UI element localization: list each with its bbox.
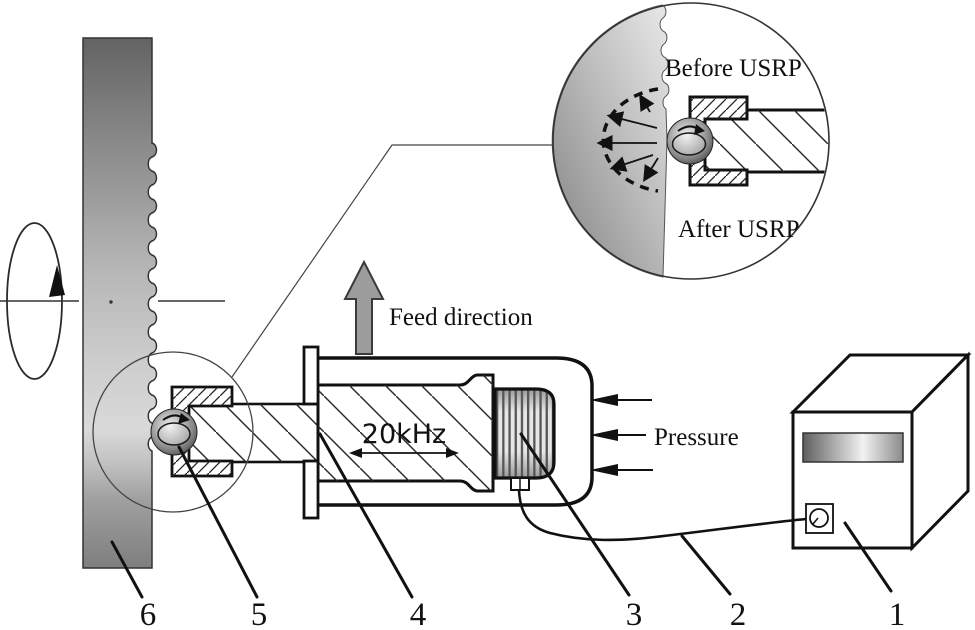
leader-line-6: [110, 540, 144, 599]
leader-line-1: [843, 521, 893, 593]
workpiece: [82, 37, 158, 569]
inset-workpiece-region: [551, 4, 670, 278]
generator-box: [789, 351, 972, 552]
inset-circle-outline: [552, 2, 830, 280]
pressure-arrow-icon: [590, 464, 653, 476]
vibration-double-arrow-icon: [349, 448, 459, 458]
part-label-2: 2: [730, 597, 747, 630]
feed-direction-label: Feed direction: [389, 304, 533, 331]
frequency-label: 20kHz: [362, 419, 446, 450]
flange-plate-top: [302, 345, 320, 406]
leader-line-3: [519, 432, 631, 597]
feed-direction-arrow-icon: [343, 259, 385, 355]
connector-stub: [510, 477, 530, 491]
after-usrp-label: After USRP: [678, 216, 800, 243]
leader-lines: [110, 432, 893, 599]
leader-line-5: [177, 445, 259, 599]
inset-rolling-ball: [666, 117, 714, 165]
transducer: [493, 387, 556, 480]
deformation-arrow-icon: [639, 93, 655, 113]
part-label-5: 5: [251, 597, 268, 630]
flange-plate-bottom: [302, 459, 320, 520]
pressure-arrows: [590, 394, 653, 476]
leader-line-2: [680, 534, 732, 596]
part-label-3: 3: [626, 597, 643, 630]
deformation-arrow-icon: [643, 157, 659, 183]
generator-socket: [805, 503, 834, 534]
deformation-arrow-icon: [609, 154, 654, 172]
rolling-ball: [150, 408, 198, 456]
part-label-1: 1: [889, 597, 906, 630]
inset-connector-line: [231, 144, 553, 378]
inset-detail: Before USRP After USRP: [551, 2, 830, 280]
ball-rotation-arrowhead-icon: [178, 413, 190, 424]
deformation-arrows: [596, 93, 659, 183]
cable: [517, 489, 807, 542]
part-label-4: 4: [410, 597, 427, 630]
inset-ball-rotation-arrowhead-icon: [694, 124, 705, 135]
rotation-arrowhead-icon: [49, 265, 65, 297]
before-usrp-label: Before USRP: [665, 55, 802, 82]
generator-display: [802, 432, 904, 463]
pressure-arrow-icon: [590, 394, 652, 406]
leader-line-4: [318, 432, 414, 599]
detail-circle: [92, 351, 254, 513]
pressure-label: Pressure: [654, 424, 739, 451]
part-label-6: 6: [140, 597, 157, 630]
center-mark-dot: [109, 300, 113, 304]
part-labels: 6 5 4 3 2 1: [140, 597, 906, 630]
deformation-arrow-icon: [606, 111, 658, 129]
ultrasonic-horn: [316, 373, 495, 493]
pressure-arrow-icon: [590, 429, 646, 441]
